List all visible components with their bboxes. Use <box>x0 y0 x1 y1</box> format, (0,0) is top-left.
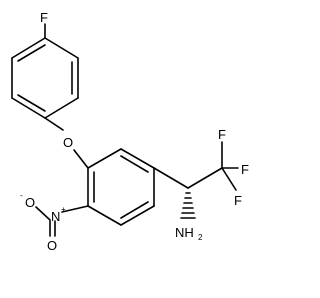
bond-ring-to-nitrogen <box>61 205 89 213</box>
bond <box>44 37 79 59</box>
molecule-structure-diagram: F O N + O - O F F F NH 2 <box>11 10 249 253</box>
bond-chiral-to-cf3 <box>187 167 223 189</box>
atom-fluorine-para: F <box>40 10 48 25</box>
atom-fluorine-cf3-top: F <box>218 127 226 142</box>
bond <box>87 205 122 226</box>
bond <box>11 97 46 119</box>
atom-fluorine-cf3-lower: F <box>234 193 242 208</box>
hashed-wedge-bond <box>180 192 196 219</box>
bond <box>44 97 79 119</box>
atom-oxygen-ether: O <box>63 135 73 150</box>
bond-ring-to-chiral-carbon <box>153 167 189 189</box>
charge-minus: - <box>20 191 23 200</box>
bond-nitro-n-o-top <box>35 206 51 221</box>
bond-oxygen-to-ring <box>73 149 89 169</box>
atom-oxygen-nitro-bottom: O <box>47 238 57 253</box>
bond <box>120 205 155 226</box>
charge-plus: + <box>61 205 66 214</box>
atom-fluorine-cf3-right: F <box>241 162 249 177</box>
bond-ring-to-oxygen <box>44 117 64 131</box>
bond <box>87 148 122 169</box>
bond <box>11 37 46 59</box>
atom-amine: NH <box>175 225 194 240</box>
double-bond-inner <box>120 155 149 173</box>
nitrophenyl-ring <box>87 148 155 226</box>
atom-oxygen-nitro-top: O <box>25 195 35 210</box>
bond-cf3-f-lower <box>221 167 237 191</box>
amine-subscript: 2 <box>198 233 203 242</box>
double-bond-inner <box>17 94 46 112</box>
double-bond-inner <box>120 201 149 219</box>
atom-nitrogen-nitro: N <box>51 209 60 224</box>
double-bond-inner <box>17 44 46 62</box>
fluorophenyl-ring <box>11 23 79 119</box>
bond <box>120 148 155 169</box>
